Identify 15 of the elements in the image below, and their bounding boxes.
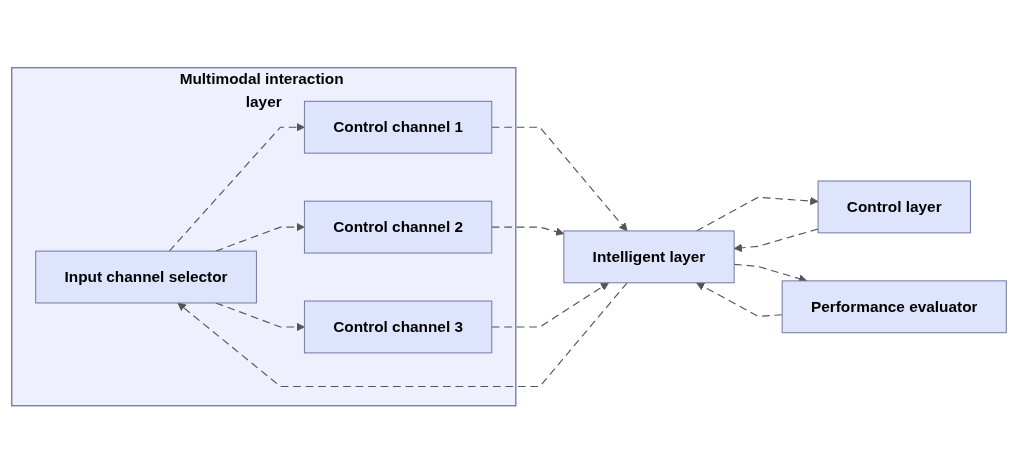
node-box: Intelligent layer	[563, 230, 735, 284]
arrow	[733, 228, 819, 252]
node-box: Input channel selector	[35, 250, 257, 304]
arrow	[215, 302, 305, 331]
node-box: Control channel 1	[303, 100, 493, 154]
arrow	[491, 126, 628, 232]
node-box: Performance evaluator	[781, 280, 1007, 333]
arrow	[696, 282, 783, 317]
arrow	[491, 282, 609, 328]
arrow	[491, 226, 565, 236]
arrow	[177, 282, 628, 387]
node-box: Control layer	[817, 180, 971, 234]
node-box: Control channel 3	[303, 300, 493, 354]
arrow	[168, 122, 305, 252]
node-box: Control channel 2	[303, 200, 493, 254]
